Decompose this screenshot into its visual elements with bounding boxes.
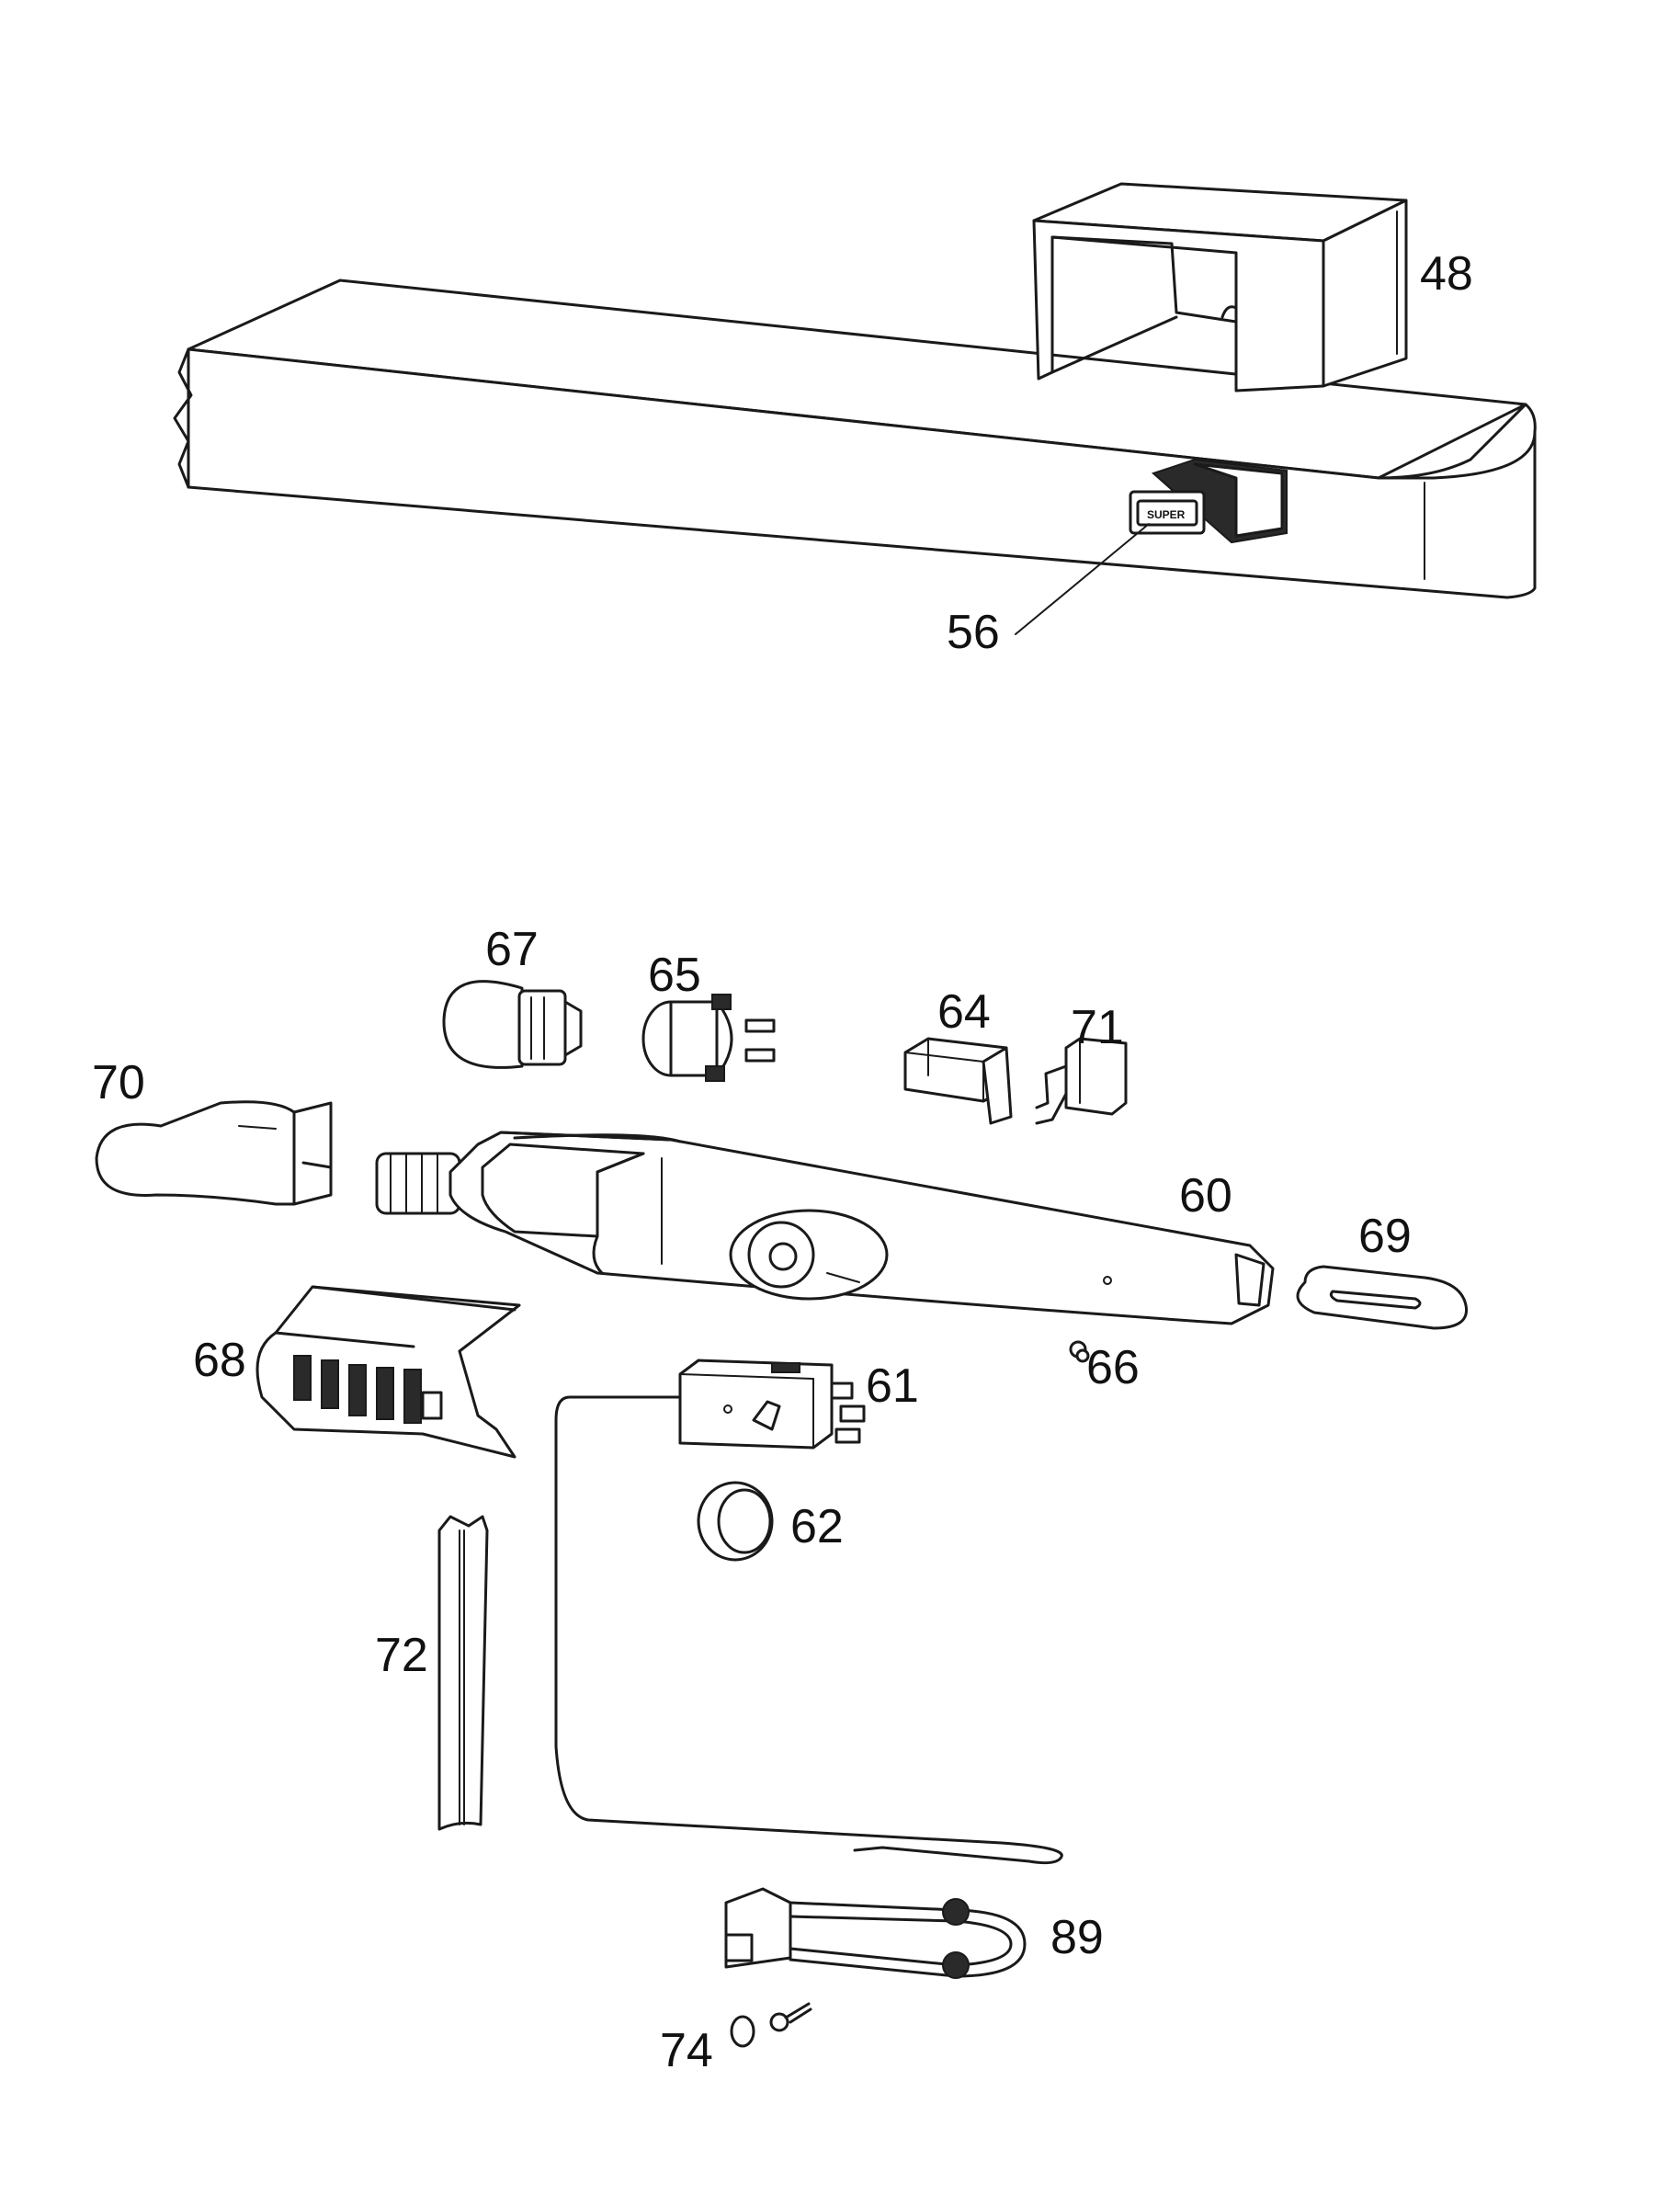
frame-bracket-48 [1032, 182, 1408, 392]
screw-66 [1069, 1340, 1090, 1363]
label-89: 89 [1050, 1911, 1104, 1964]
label-67: 67 [485, 923, 539, 976]
thermostat-61 [554, 1359, 1063, 1865]
label-68: 68 [193, 1334, 246, 1387]
label-56: 56 [947, 606, 1000, 659]
label-64: 64 [937, 985, 991, 1039]
super-switch-56: SUPER [1015, 458, 1288, 635]
label-48: 48 [1420, 247, 1473, 301]
label-62: 62 [790, 1500, 844, 1553]
washer-screw-74 [730, 2002, 812, 2048]
label-72: 72 [375, 1629, 428, 1682]
label-69: 69 [1358, 1210, 1412, 1263]
lamp-holder-65 [641, 994, 776, 1082]
light-bulb-67 [442, 980, 583, 1069]
bracket-clip-71 [1035, 1037, 1128, 1125]
heater-bracket-89 [724, 1887, 1027, 1979]
label-70: 70 [92, 1056, 145, 1109]
vented-shroud-68 [255, 1285, 521, 1459]
ring-62 [697, 1481, 774, 1562]
gasket-strip-72 [437, 1515, 489, 1831]
label-60: 60 [1179, 1169, 1232, 1222]
label-61: 61 [866, 1359, 919, 1413]
part-number-labels: 48 56 67 65 64 71 70 60 69 68 66 61 62 7… [92, 247, 1473, 2077]
label-71: 71 [1071, 1001, 1124, 1054]
end-cap-70 [95, 1100, 333, 1206]
label-65: 65 [648, 949, 701, 1002]
lens-cap-69 [1296, 1265, 1469, 1330]
super-switch-label: SUPER [1147, 508, 1186, 521]
label-66: 66 [1086, 1341, 1140, 1394]
main-housing-60 [375, 1131, 1275, 1325]
label-74: 74 [660, 2024, 713, 2077]
control-panel-beam [173, 279, 1537, 599]
switch-64 [903, 1037, 1013, 1125]
